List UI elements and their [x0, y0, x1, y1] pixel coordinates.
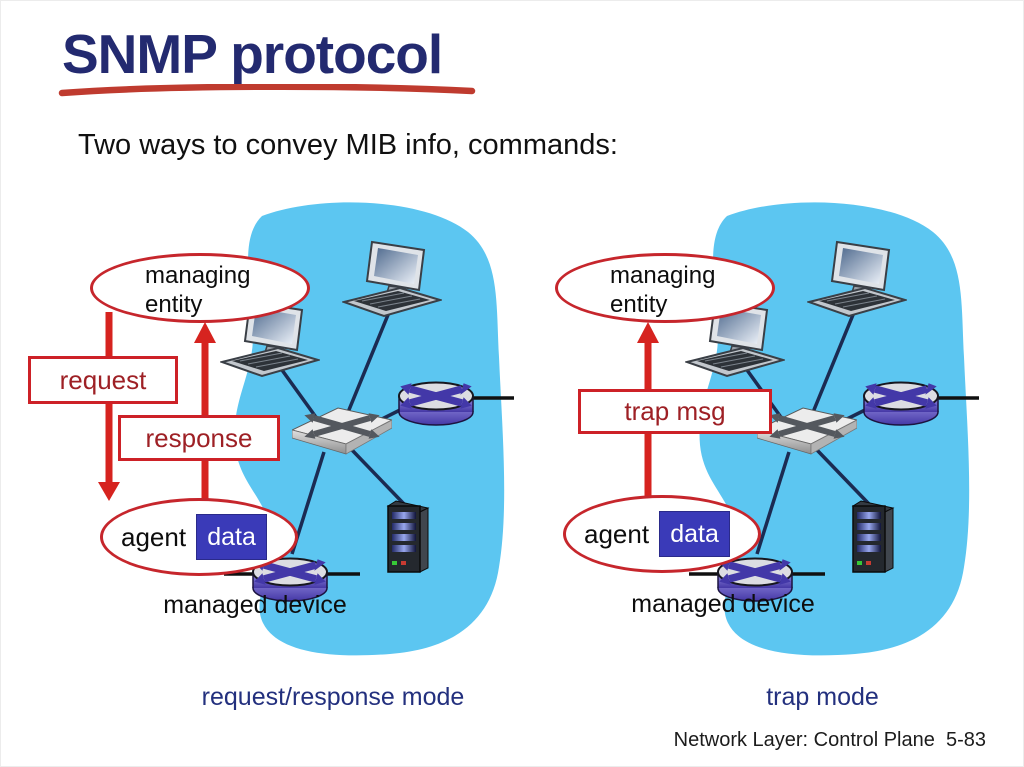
managing-entity-line1: managing: [145, 262, 251, 289]
managing-entity-line1: managing: [610, 262, 716, 289]
trap-msg-label: trap msg: [624, 396, 726, 426]
managed-device-label: managed device: [631, 590, 815, 618]
agent-label: agent: [121, 521, 187, 552]
caption-request-response-mode: request/response mode: [201, 683, 465, 711]
agent-label: agent: [584, 518, 650, 549]
agent-ellipse: agent data: [563, 495, 761, 573]
managing-entity-line2: entity: [145, 291, 203, 318]
slide-footer: Network Layer: Control Plane 5-83: [673, 729, 986, 751]
title-underline: [58, 84, 476, 97]
data-box: data: [660, 512, 730, 556]
managing-entity-line2: entity: [610, 291, 668, 318]
managing-entity-ellipse: managing entity: [90, 253, 310, 323]
agent-ellipse: agent data: [100, 498, 298, 576]
managed-device-label: managed device: [163, 591, 347, 619]
response-label: response: [145, 422, 253, 453]
trap-msg-label-box: trap msg: [578, 389, 772, 434]
subtitle: Two ways to convey MIB info, commands:: [78, 129, 618, 161]
request-label: request: [59, 364, 147, 395]
request-label-box: request: [28, 356, 178, 404]
managing-entity-ellipse: managing entity: [555, 253, 775, 323]
page-title: SNMP protocol: [62, 23, 443, 85]
caption-trap-mode: trap mode: [766, 683, 879, 711]
data-box: data: [197, 515, 267, 559]
response-label-box: response: [118, 415, 280, 461]
